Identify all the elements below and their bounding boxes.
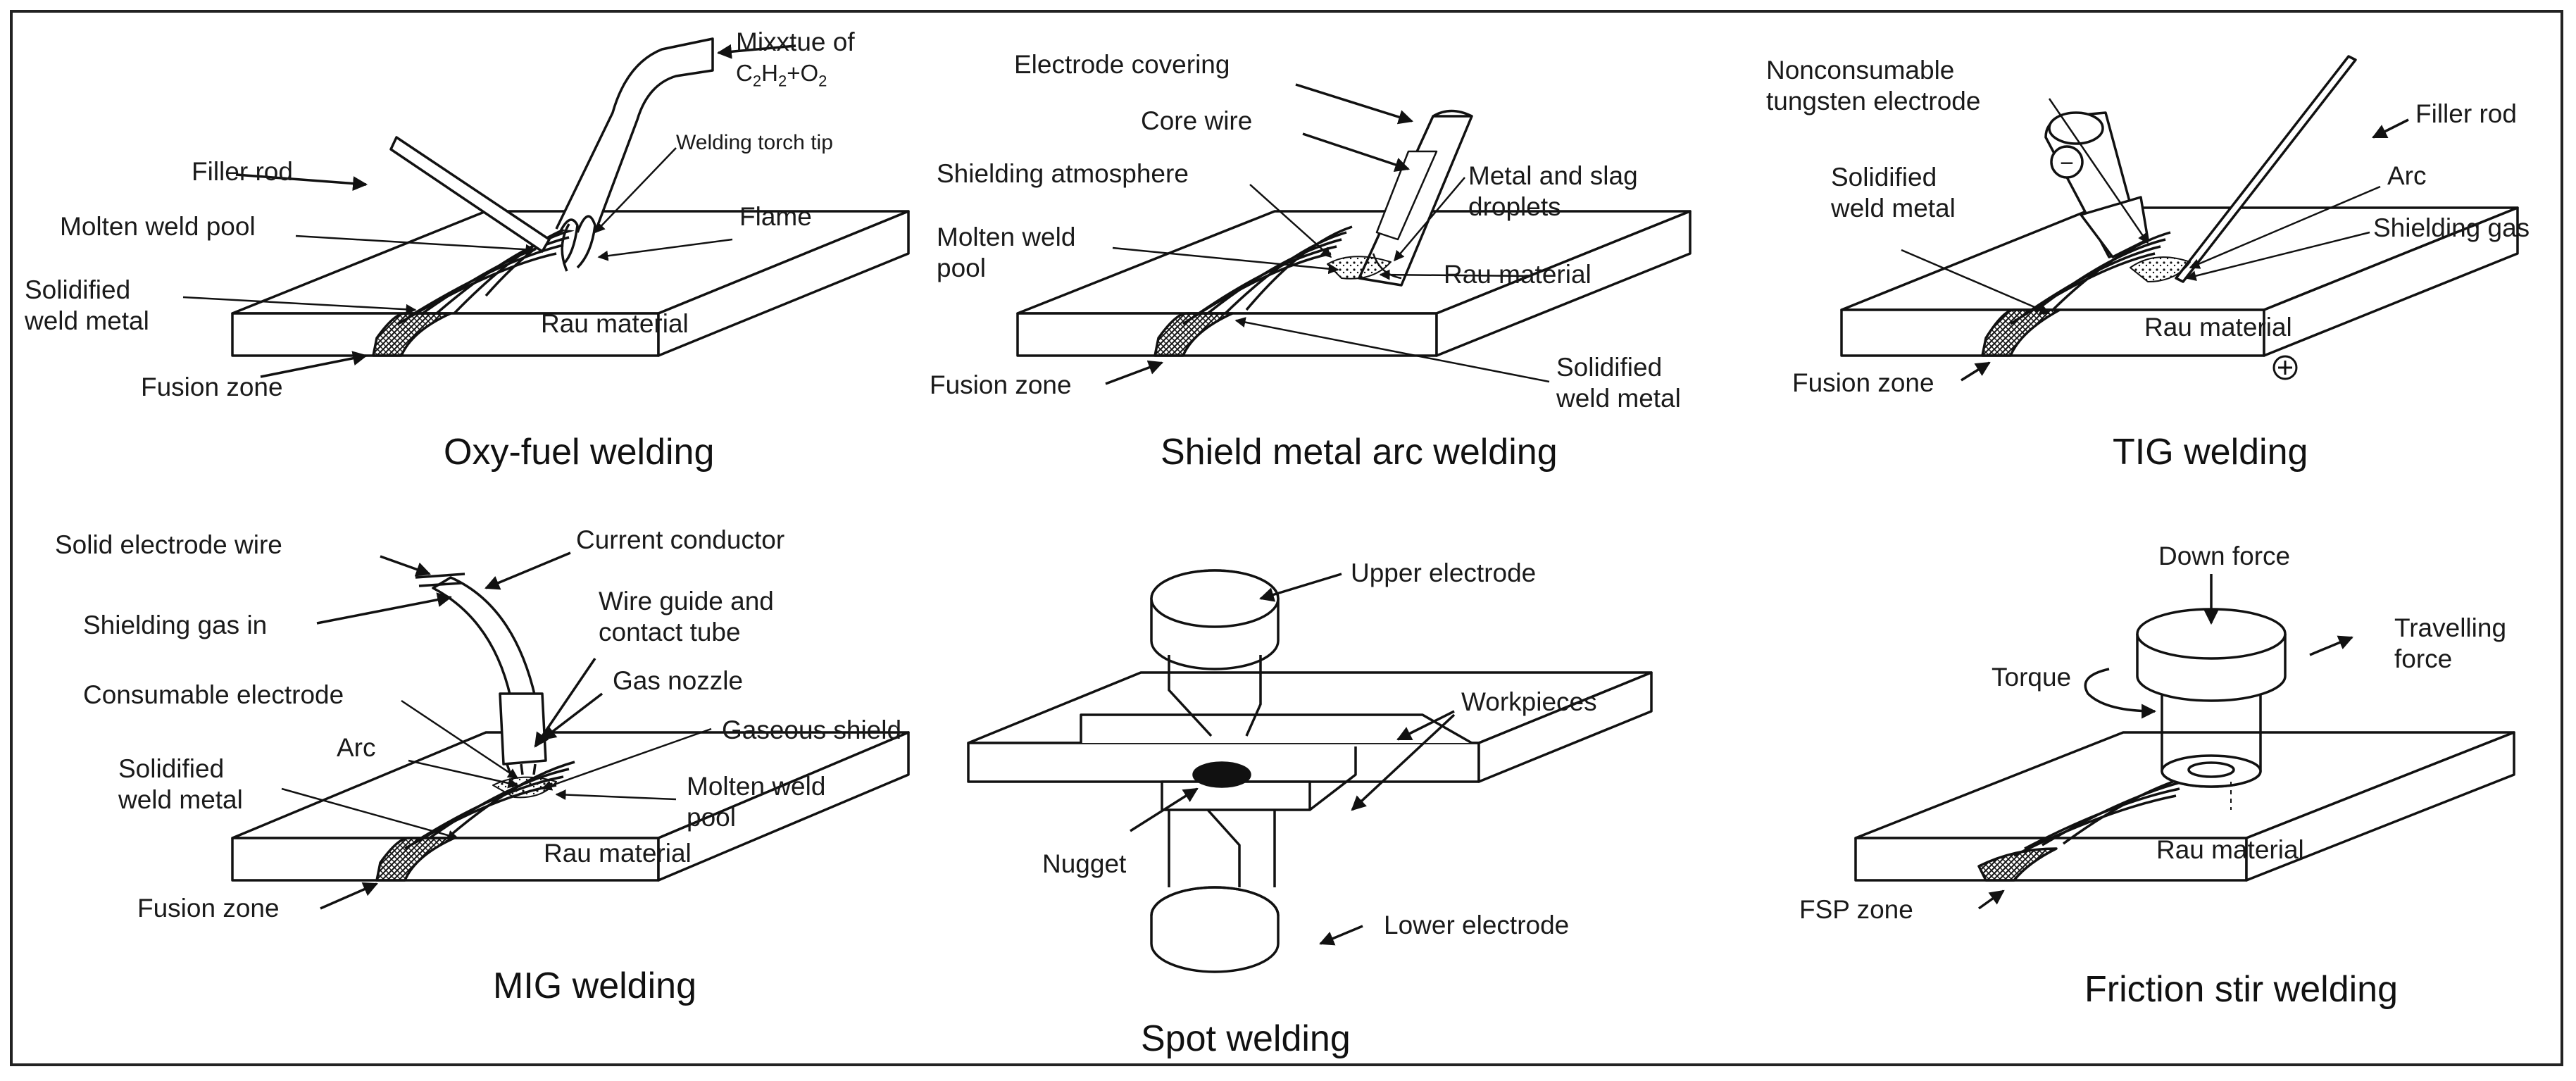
formula-sub1: 2 (752, 72, 762, 90)
formula-c: C (736, 60, 753, 86)
mig-label-fusion-zone: Fusion zone (137, 894, 280, 923)
smaw-label-metal-slag: Metal and slag droplets (1468, 161, 1638, 221)
smaw-title: Shield metal arc welding (1161, 432, 1558, 473)
oxy-label-mixture: Mixxtue of (736, 27, 855, 56)
oxy-filler-rod (389, 136, 551, 253)
mig-label-molten-pool: Molten weld pool (687, 772, 826, 832)
mig-title: MIG welding (493, 966, 696, 1006)
spot-upper-electrode (1150, 569, 1280, 737)
smaw-label-raw-material: Rau material (1444, 260, 1592, 289)
mig-label-solidified: Solidified weld metal (118, 754, 243, 814)
spot-label-upper-electrode: Upper electrode (1351, 558, 1537, 587)
mig-label-gaseous-shield: Gaseous shield (722, 716, 902, 744)
formula-sub3: 2 (818, 72, 827, 90)
mig-label-current-conductor: Current conductor (576, 525, 785, 554)
smaw-label-electrode-covering: Electrode covering (1014, 50, 1230, 79)
formula-o: +O (787, 60, 819, 86)
smaw-label-fusion-zone: Fusion zone (930, 370, 1072, 399)
mig-label-raw-material: Rau material (544, 839, 692, 868)
oxy-formula: C2H2+O2 (736, 59, 827, 96)
tig-label-solidified: Solidified weld metal (1831, 163, 1956, 223)
smaw-label-core-wire: Core wire (1141, 106, 1253, 135)
spot-label-nugget: Nugget (1042, 849, 1127, 878)
spot-lower-electrode (1150, 808, 1280, 973)
mig-label-consumable-electrode: Consumable electrode (83, 680, 344, 709)
spot-workpieces (967, 671, 1653, 811)
fsw-title: Friction stir welding (2084, 969, 2399, 1010)
tig-label-fusion-zone: Fusion zone (1792, 368, 1934, 397)
oxy-plate (231, 210, 910, 357)
smaw-label-shielding-atmosphere: Shielding atmosphere (937, 159, 1189, 188)
smaw-label-solidified: Solidified weld metal (1556, 353, 1681, 413)
oxy-label-molten-pool: Molten weld pool (60, 212, 256, 241)
mig-label-shielding-gas-in: Shielding gas in (83, 611, 268, 639)
tig-label-raw-material: Rau material (2144, 313, 2292, 342)
fsw-label-travelling-force: Travelling force (2394, 613, 2507, 673)
tig-label-arc: Arc (2387, 161, 2427, 190)
oxy-label-filler-rod: Filler rod (192, 157, 293, 186)
tig-label-filler-rod: Filler rod (2415, 99, 2517, 128)
oxy-label-torch-tip: Welding torch tip (676, 131, 833, 154)
oxy-title: Oxy-fuel welding (444, 432, 715, 473)
fsw-label-down-force: Down force (2158, 542, 2291, 570)
smaw-electrode (1327, 109, 1473, 287)
tig-label-shielding-gas: Shielding gas (2373, 213, 2530, 242)
figure-frame (10, 10, 2563, 1066)
spot-label-lower-electrode: Lower electrode (1384, 911, 1570, 939)
formula-h: H (761, 60, 778, 86)
spot-title: Spot welding (1141, 1018, 1351, 1059)
tig-title: TIG welding (2113, 432, 2308, 473)
mig-plate (231, 731, 910, 882)
spot-label-workpieces: Workpieces (1461, 687, 1597, 716)
oxy-label-fusion-zone: Fusion zone (141, 373, 283, 401)
mig-label-arc: Arc (337, 733, 376, 762)
fsw-label-torque: Torque (1992, 663, 2072, 692)
tig-electrode (2044, 55, 2357, 283)
oxy-label-raw-material: Rau material (541, 309, 689, 338)
formula-sub2: 2 (777, 72, 787, 90)
negative-polarity-icon: − (2060, 150, 2074, 177)
mig-label-gas-nozzle: Gas nozzle (613, 666, 744, 695)
tig-label-electrode: Nonconsumable tungsten electrode (1766, 56, 1981, 115)
mig-label-wire-guide: Wire guide and contact tube (599, 587, 774, 646)
oxy-torch (555, 37, 714, 272)
mig-label-solid-wire: Solid electrode wire (55, 530, 282, 559)
oxy-label-flame: Flame (739, 202, 812, 231)
fsw-label-raw-material: Rau material (2156, 835, 2304, 864)
smaw-label-molten-pool: Molten weld pool (937, 223, 1076, 282)
fsw-label-fsp-zone: FSP zone (1799, 895, 1913, 924)
oxy-label-solidified: Solidified weld metal (25, 275, 149, 335)
